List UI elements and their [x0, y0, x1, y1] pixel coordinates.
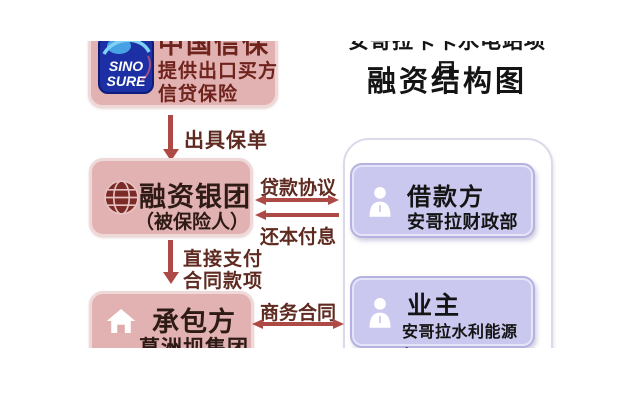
direct-pay-label-line2: 合同款项 — [183, 271, 264, 292]
syndicate-role: （被保险人） — [134, 212, 249, 233]
insurer-name: 中国信保 — [158, 41, 271, 59]
person-icon — [369, 298, 391, 328]
commercial-contract-arrow — [252, 319, 344, 329]
owner-org: 安哥拉水利能源部 — [402, 324, 518, 341]
owner-name: 业主 — [407, 292, 462, 320]
contractor-company: 葛洲坝集团 — [138, 332, 250, 348]
person-icon — [369, 187, 391, 217]
repay-label: 还本付息 — [259, 227, 336, 248]
arrowhead-left-icon — [255, 195, 266, 205]
logo-text-sure: SURE — [107, 73, 147, 89]
borrower-org: 安哥拉财政部 — [407, 212, 518, 232]
insurer-desc-line2: 信贷保险 — [158, 84, 239, 105]
arrowhead-right-icon — [328, 195, 339, 205]
owner-box: 业主 安哥拉水利能源部 — [350, 276, 535, 348]
insurer-desc-line1: 提供出口买方 — [158, 61, 279, 82]
loan-agreement-label: 贷款协议 — [259, 178, 336, 199]
syndicate-box: 融资银团 （被保险人） — [89, 158, 253, 237]
arrowhead-left-icon — [252, 319, 263, 329]
borrower-name: 借款方 — [407, 184, 485, 211]
globe-icon — [104, 180, 139, 215]
syndicate-name: 融资银团 — [139, 182, 251, 212]
direct-pay-arrow — [168, 240, 173, 272]
borrower-box: 借款方 安哥拉财政部 — [350, 163, 535, 238]
diagram-title-line2: 融资结构图 — [366, 66, 527, 98]
contractor-box: 承包方 葛洲坝集团 — [89, 291, 254, 348]
issue-policy-label: 出具保单 — [184, 130, 268, 152]
house-icon — [106, 309, 136, 333]
arrowhead-left-icon — [255, 210, 266, 220]
direct-pay-arrowhead-icon — [163, 272, 179, 284]
issue-policy-arrow — [168, 115, 173, 149]
contractor-name: 承包方 — [152, 307, 236, 337]
direct-pay-label-line1: 直接支付 — [183, 249, 264, 270]
arrowhead-right-icon — [333, 319, 344, 329]
sinosure-logo: SINO SURE — [98, 41, 154, 94]
logo-text-sino: SINO — [109, 58, 143, 74]
diagram-title-line1: 安哥拉卡卡水电站项目 — [348, 41, 546, 83]
loan-agreement-arrow — [255, 195, 339, 205]
commercial-contract-label: 商务合同 — [259, 303, 336, 324]
diagram-viewport: SINO SURE 中国信保 提供出口买方 信贷保险 安哥拉卡卡水电站项目 融资… — [0, 41, 640, 348]
repay-arrow — [255, 210, 339, 220]
